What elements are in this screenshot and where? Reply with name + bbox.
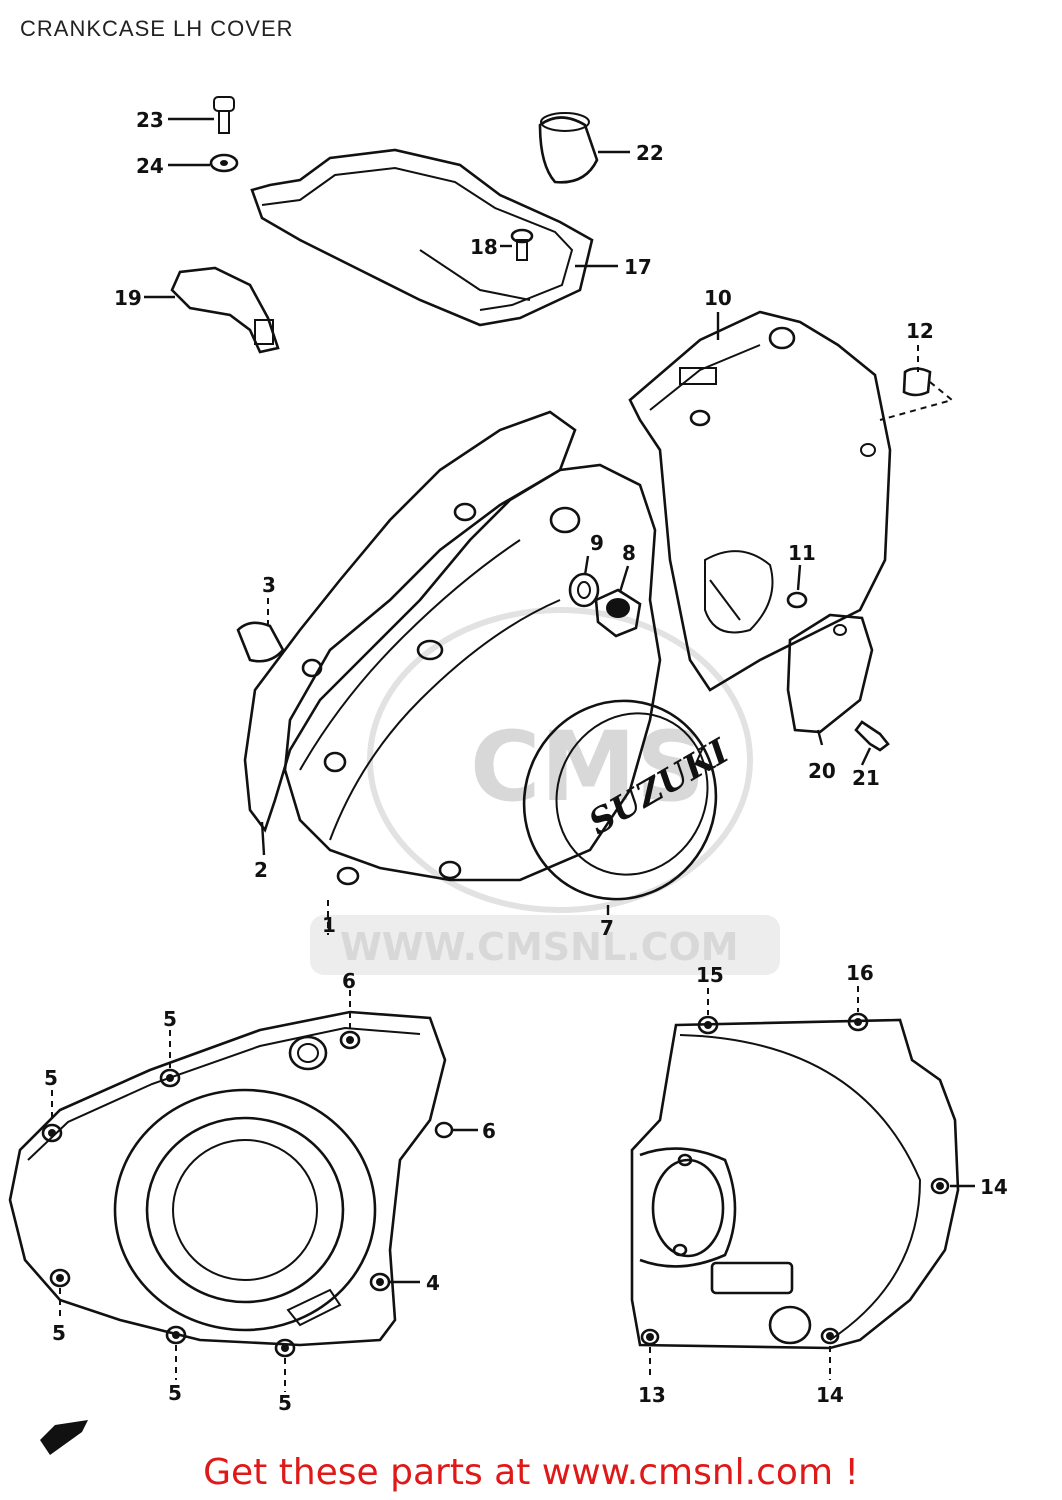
callout-12: 12: [906, 319, 934, 343]
callout-23: 23: [136, 108, 164, 132]
callout-6-top: 6: [342, 969, 356, 993]
part-21-screw: [854, 720, 890, 752]
callout-5-c: 5: [52, 1321, 66, 1345]
callout-10: 10: [704, 286, 732, 310]
callout-21: 21: [852, 766, 880, 790]
part-1-crankcase-cover: [283, 463, 662, 886]
callout-17: 17: [624, 255, 652, 279]
page-title: CRANKCASE LH COVER: [20, 16, 294, 41]
front-arrow: [40, 1420, 88, 1455]
callout-9: 9: [590, 531, 604, 555]
callout-15: 15: [696, 963, 724, 987]
callout-4: 4: [426, 1271, 440, 1295]
part-20-plate: [786, 613, 874, 734]
watermark-text: WWW.CMSNL.COM: [340, 925, 739, 969]
parts-store-link[interactable]: Get these parts at www.cmsnl.com !: [203, 1452, 859, 1493]
leader-lines: [51, 117, 975, 1392]
callout-19: 19: [114, 286, 142, 310]
callout-5-b: 5: [44, 1066, 58, 1090]
part-17-cover: [250, 148, 594, 327]
watermark: CMS WWW.CMSNL.COM: [310, 607, 780, 975]
callout-11: 11: [788, 541, 816, 565]
callout-1: 1: [322, 913, 336, 937]
part-18-screw: [510, 228, 534, 261]
callout-7: 7: [600, 916, 614, 940]
callout-numbers: 23 24 22 18 17 19 10 12 3 9 8 11 20 21 2…: [44, 108, 1008, 1415]
part-11-bolt: [786, 591, 808, 609]
part-19-bracket: [170, 266, 280, 354]
callout-18: 18: [470, 235, 498, 259]
part-3-dowel: [236, 621, 285, 663]
part-24-washer: [209, 153, 239, 173]
watermark-logo-text: CMS: [470, 711, 705, 823]
part-12-dowel: [902, 367, 932, 397]
part-22-cap: [538, 112, 599, 184]
watermark-banner: [310, 915, 780, 975]
part-9-seal: [568, 572, 600, 608]
callout-14-right: 14: [980, 1175, 1008, 1199]
callout-13: 13: [638, 1383, 666, 1407]
callout-22: 22: [636, 141, 664, 165]
callout-5-d: 5: [168, 1381, 182, 1405]
callout-14-bottom: 14: [816, 1383, 844, 1407]
callout-5-e: 5: [278, 1391, 292, 1415]
callout-8: 8: [622, 541, 636, 565]
callout-2: 2: [254, 858, 268, 882]
callout-20: 20: [808, 759, 836, 783]
part-10-sprocket-cover: [628, 310, 892, 692]
callout-3: 3: [262, 573, 276, 597]
callout-6-right: 6: [482, 1119, 496, 1143]
callout-5-a: 5: [163, 1007, 177, 1031]
part-23-bolt: [213, 96, 235, 134]
part-8-plug: [594, 588, 642, 638]
callout-16: 16: [846, 961, 874, 985]
left-cover-assembly: [8, 1010, 454, 1358]
right-cover-assembly: [630, 1012, 960, 1350]
callout-24: 24: [136, 154, 164, 178]
